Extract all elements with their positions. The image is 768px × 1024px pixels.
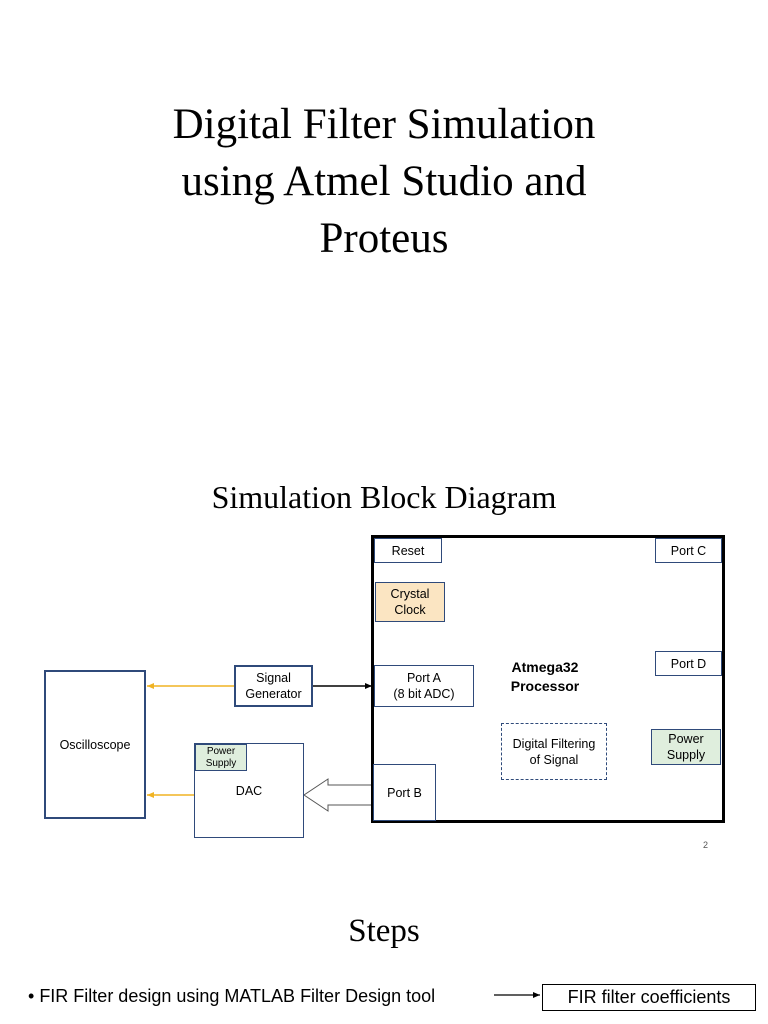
title-line: Proteus bbox=[319, 215, 449, 262]
power-supply-block: Power Supply bbox=[651, 729, 721, 765]
dac-label: DAC bbox=[235, 783, 263, 798]
power-supply-line: Supply bbox=[666, 748, 706, 762]
processor-label: Atmega32 Processor bbox=[480, 657, 610, 697]
reset-block: Reset bbox=[374, 538, 442, 563]
signal-generator-block: Signal Generator bbox=[234, 665, 313, 707]
processor-name-line: Processor bbox=[510, 678, 580, 694]
page-number: 2 bbox=[703, 840, 709, 850]
step-output-box: FIR filter coefficients bbox=[542, 984, 756, 1011]
crystal-clock-line: Crystal bbox=[390, 587, 430, 601]
crystal-clock-block: Crystal Clock bbox=[375, 582, 445, 622]
port-c-block: Port C bbox=[655, 538, 722, 563]
title-line: using Atmel Studio and bbox=[181, 158, 587, 205]
step-item: • FIR Filter design using MATLAB Filter … bbox=[28, 984, 435, 1008]
power-supply-line: Power bbox=[668, 732, 704, 746]
dac-power-supply-block: Power Supply bbox=[195, 744, 247, 771]
port-b-block: Port B bbox=[373, 764, 436, 821]
step-text: FIR Filter design using MATLAB Filter De… bbox=[39, 986, 436, 1006]
digital-filtering-block: Digital Filtering of Signal bbox=[501, 723, 607, 780]
signal-generator-line: Signal bbox=[256, 671, 291, 685]
title-line: Digital Filter Simulation bbox=[172, 101, 596, 148]
dac-power-supply-line: Power bbox=[206, 745, 236, 757]
digital-filtering-line: Digital Filtering bbox=[512, 736, 596, 751]
dac-block: DAC bbox=[194, 743, 304, 838]
digital-filtering-line: of Signal bbox=[529, 752, 579, 767]
port-a-line: (8 bit ADC) bbox=[393, 687, 455, 701]
dac-power-supply-line: Supply bbox=[205, 757, 237, 769]
port-a-line: Port A bbox=[406, 671, 442, 685]
bullet-dot: • bbox=[28, 986, 40, 1006]
slide-title: Digital Filter Simulation using Atmel St… bbox=[84, 96, 684, 267]
diagram-heading: Simulation Block Diagram bbox=[211, 479, 557, 515]
signal-generator-line: Generator bbox=[245, 687, 302, 701]
processor-name-line: Atmega32 bbox=[511, 659, 579, 675]
port-d-block: Port D bbox=[655, 651, 722, 676]
steps-heading: Steps bbox=[348, 913, 420, 949]
portb-to-dac-block-arrow bbox=[303, 778, 373, 812]
oscilloscope-block: Oscilloscope bbox=[44, 670, 146, 819]
crystal-clock-line: Clock bbox=[394, 603, 426, 617]
processor-block bbox=[371, 535, 725, 823]
port-a-block: Port A (8 bit ADC) bbox=[374, 665, 474, 707]
